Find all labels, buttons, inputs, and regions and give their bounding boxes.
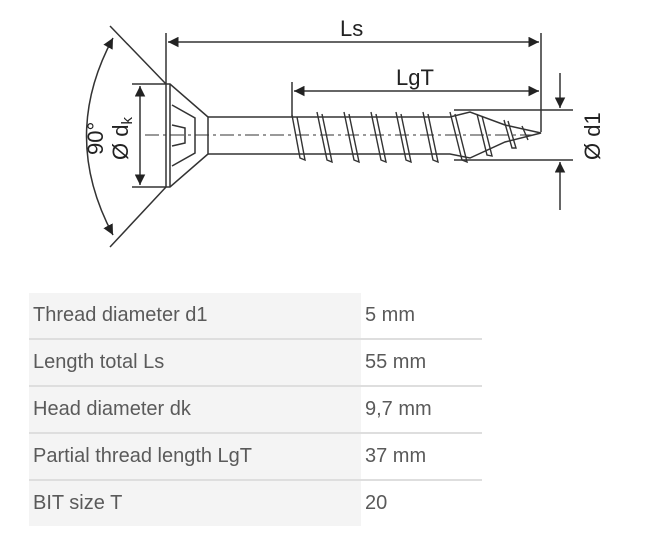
table-row: Partial thread length LgT 37 mm <box>29 433 482 481</box>
spec-value: 9,7 mm <box>361 386 482 434</box>
spec-label: Length total Ls <box>29 339 361 387</box>
spec-value: 20 <box>365 492 388 514</box>
specs-table: Thread diameter d1 5 mm Length total Ls … <box>29 293 482 526</box>
table-row: BIT size T 20 <box>29 480 482 526</box>
spec-value: 5 mm <box>361 293 482 340</box>
label-ls: Ls <box>340 16 363 41</box>
table-row: Thread diameter d1 5 mm <box>29 293 482 340</box>
spec-value: 37 mm <box>361 433 482 481</box>
table-row: Head diameter dk 9,7 mm <box>29 386 482 434</box>
screw-thread <box>292 111 542 159</box>
spec-label: Partial thread length LgT <box>29 433 361 481</box>
label-d1: Ø d1 <box>580 112 605 160</box>
table-row: Length total Ls 55 mm <box>29 339 482 387</box>
label-lgt: LgT <box>396 65 434 90</box>
label-dk: Ø dk <box>108 117 136 160</box>
label-angle: 90° <box>83 122 108 155</box>
spec-value: 55 mm <box>361 339 482 387</box>
angle-arc <box>85 37 114 236</box>
spec-label: Head diameter dk <box>29 386 361 434</box>
spec-label: BIT size T <box>29 480 361 526</box>
screw-technical-drawing: Ls LgT 90° Ø dk Ø d1 <box>83 16 605 248</box>
spec-label: Thread diameter d1 <box>29 293 361 340</box>
